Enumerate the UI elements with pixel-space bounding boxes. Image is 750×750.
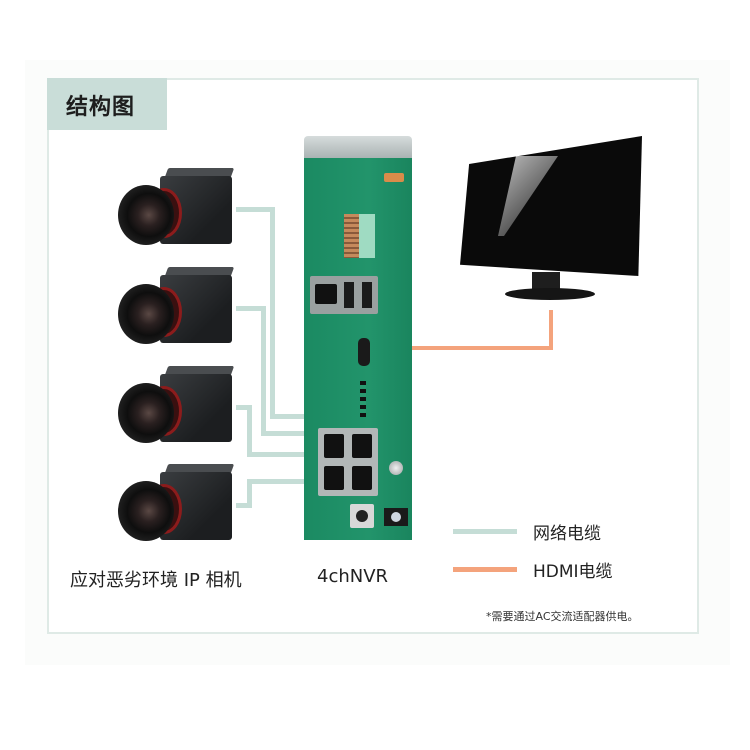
nvr-heatsink <box>304 136 412 158</box>
network-cable-3 <box>247 405 252 457</box>
network-cable-1 <box>270 207 275 419</box>
ethernet-port <box>315 284 337 304</box>
network-cable-3 <box>236 405 252 410</box>
network-cable-4 <box>247 479 333 484</box>
lan-port-2 <box>352 434 372 458</box>
network-cable-4 <box>236 503 252 508</box>
nvr-device <box>304 136 412 540</box>
ip-camera-3 <box>118 366 238 451</box>
usb-port <box>344 282 354 308</box>
title-tab <box>47 78 167 130</box>
monitor-stand <box>532 272 560 292</box>
network-cable-1 <box>236 207 274 212</box>
ip-camera-1 <box>118 168 238 253</box>
lan-port-3 <box>324 466 344 490</box>
poe-lan-ports <box>318 428 378 496</box>
monitor-base <box>505 288 595 300</box>
camera-lens-icon <box>118 383 174 443</box>
network-cable-2 <box>236 306 266 311</box>
camera-label: 应对恶劣环境 IP 相机 <box>70 570 242 591</box>
nvr-label: 4chNVR <box>317 566 389 587</box>
legend-hdmi-label: HDMI电缆 <box>533 562 613 582</box>
ip-camera-2 <box>118 267 238 352</box>
monitor <box>460 136 642 306</box>
lan-port-4 <box>352 466 372 490</box>
legend-network-label: 网络电缆 <box>533 524 601 544</box>
usb-port <box>362 282 372 308</box>
network-cable-4 <box>247 479 252 508</box>
ground-screw <box>389 461 403 475</box>
hdmi-cable <box>549 310 553 350</box>
camera-lens-icon <box>118 481 174 541</box>
hdmi-port <box>358 338 370 366</box>
power-button <box>384 508 408 526</box>
nvr-logo <box>384 173 404 182</box>
network-cable-2 <box>261 306 266 436</box>
power-jack <box>350 504 374 528</box>
io-port-block <box>310 276 378 314</box>
lan-port-1 <box>324 434 344 458</box>
legend-hdmi-swatch <box>453 567 517 572</box>
status-leds <box>360 381 366 417</box>
diagram-title: 结构图 <box>66 95 136 120</box>
camera-lens-icon <box>118 185 174 245</box>
legend-network-swatch <box>453 529 517 534</box>
hdmi-cable <box>370 346 553 350</box>
network-cable-3 <box>247 452 333 457</box>
power-note: *需要通过AC交流适配器供电。 <box>486 610 639 623</box>
camera-lens-icon <box>118 284 174 344</box>
ip-camera-4 <box>118 464 238 549</box>
